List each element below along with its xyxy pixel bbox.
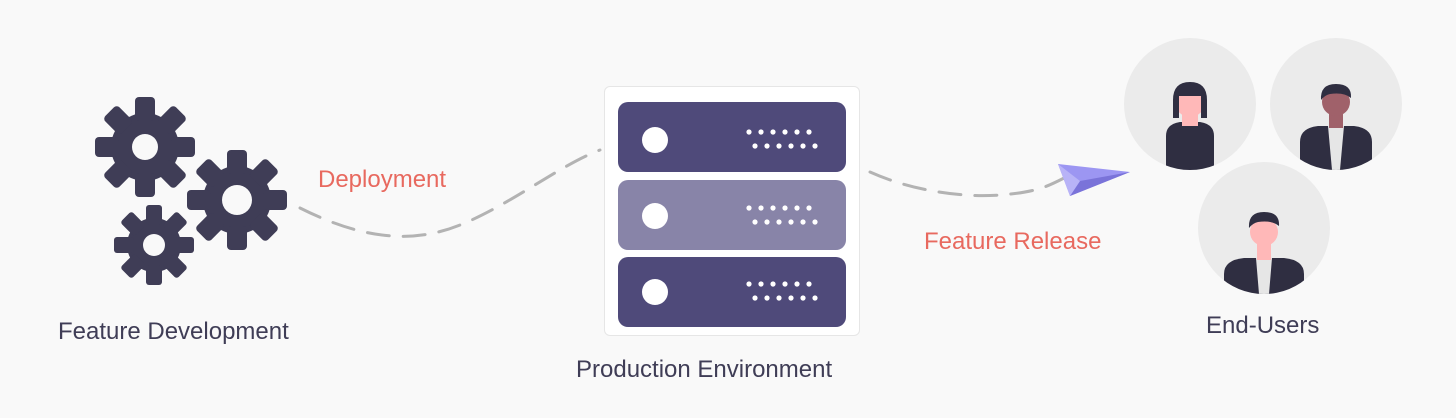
user-avatar-man-1 xyxy=(1270,38,1402,170)
server-unit-3 xyxy=(618,257,846,327)
server-unit-1 xyxy=(618,102,846,172)
paper-plane-icon xyxy=(1058,164,1130,196)
man-light-icon xyxy=(1224,212,1304,294)
feature-release-label: Feature Release xyxy=(924,228,1102,255)
man-dark-icon xyxy=(1300,84,1372,170)
deployment-connector xyxy=(298,148,602,238)
server-rack-card xyxy=(604,86,860,336)
gears-icon xyxy=(95,97,287,285)
woman-icon xyxy=(1166,82,1214,170)
deployment-label: Deployment xyxy=(318,166,447,193)
release-connector xyxy=(868,170,1072,198)
user-avatar-woman xyxy=(1124,38,1256,170)
server-rack-icon xyxy=(618,102,846,327)
end-users-label: End-Users xyxy=(1206,312,1320,339)
feature-development-label: Feature Development xyxy=(58,318,289,345)
user-avatar-man-2 xyxy=(1198,162,1330,294)
production-environment-label: Production Environment xyxy=(576,356,833,383)
server-unit-2 xyxy=(618,180,846,250)
